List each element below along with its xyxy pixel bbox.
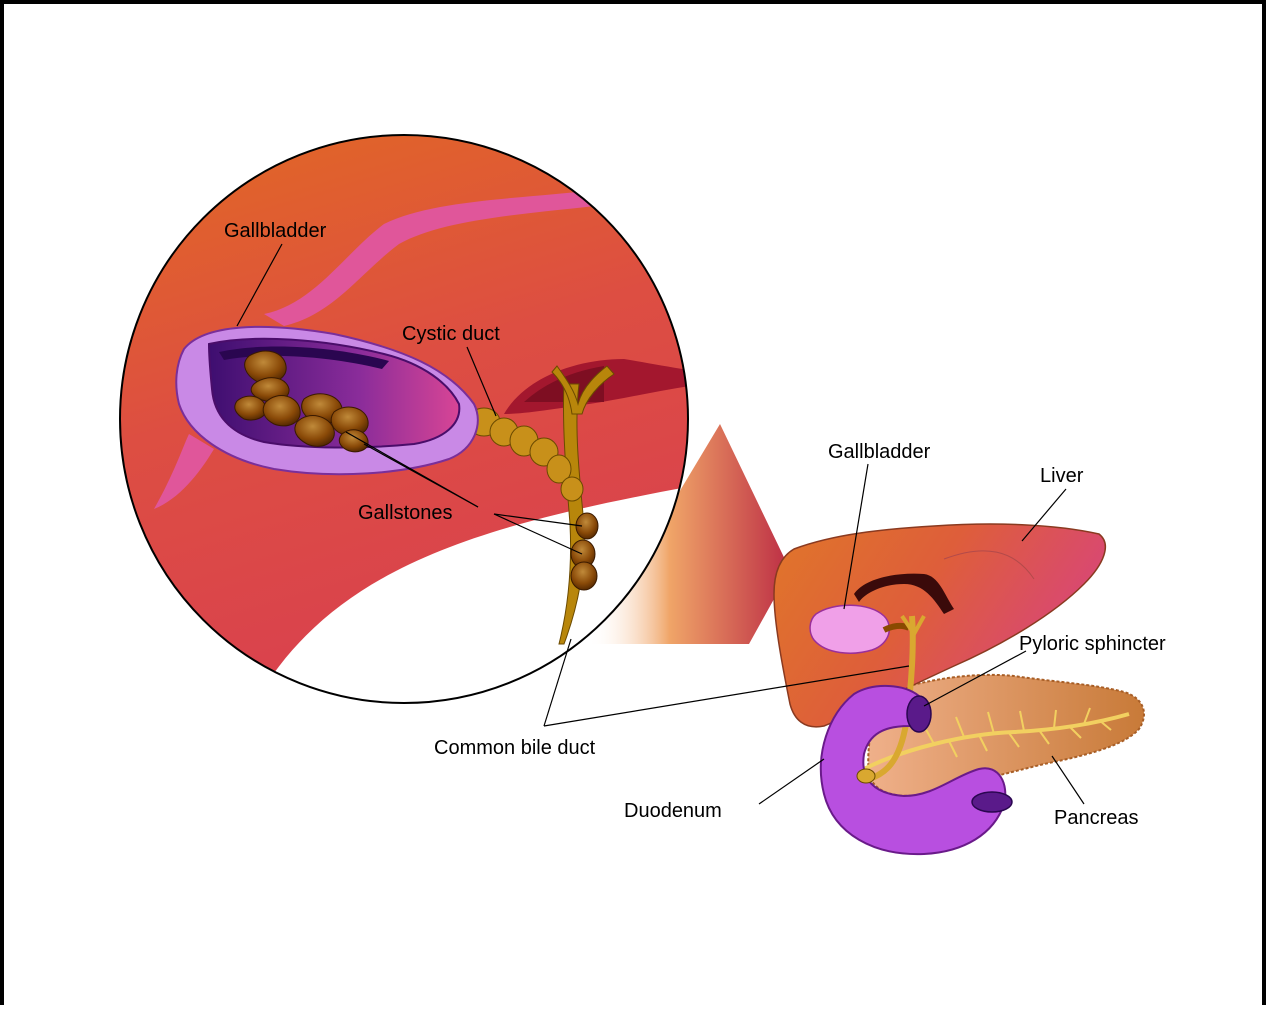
gallstones-diagram: Gallbladder Cystic duct Gallstones Gallb… (4, 4, 1266, 1009)
label-liver: Liver (1040, 465, 1084, 487)
label-cystic-duct: Cystic duct (402, 323, 500, 345)
label-common-bile-duct: Common bile duct (434, 737, 596, 759)
label-gallstones: Gallstones (358, 502, 453, 524)
label-gallbladder-zoom: Gallbladder (224, 220, 327, 242)
label-pancreas: Pancreas (1054, 807, 1139, 829)
label-duodenum: Duodenum (624, 800, 722, 822)
gallbladder-shape (810, 605, 889, 653)
label-pyloric-sphincter: Pyloric sphincter (1019, 633, 1166, 655)
label-gallbladder: Gallbladder (828, 441, 931, 463)
